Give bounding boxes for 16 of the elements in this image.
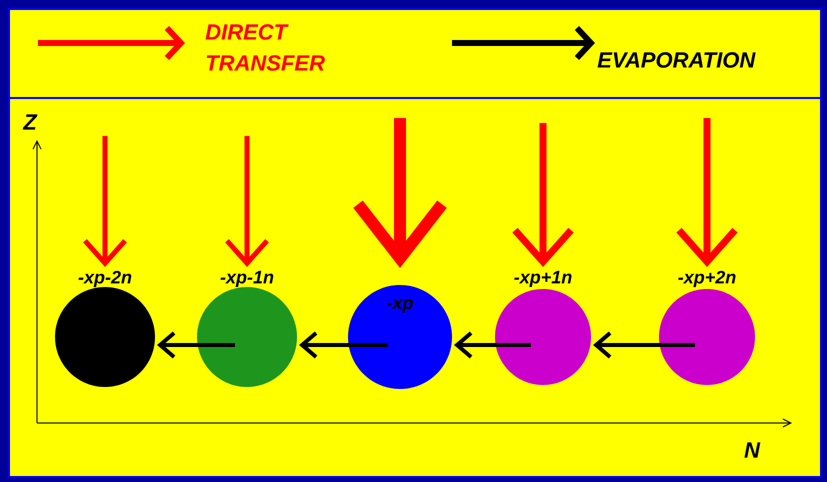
axis-label: Z: [22, 114, 38, 130]
arrow: [299, 331, 388, 359]
arrow: [454, 331, 531, 359]
arrow: [593, 331, 695, 359]
node-label: -xp-2n: [78, 270, 132, 288]
axis-label: N: [744, 442, 760, 458]
arrow: [676, 118, 738, 267]
legend-text: EVAPORATION: [598, 52, 756, 68]
legend-text: DIRECT TRANSFER: [206, 24, 325, 71]
arrow: [157, 331, 235, 359]
arrow: [225, 136, 269, 267]
arrow: [512, 123, 574, 267]
node-label: -xp+2n: [678, 270, 736, 288]
node-label: -xp+1n: [514, 270, 572, 288]
arrow: [83, 136, 127, 267]
node-label: -xp-1n: [220, 270, 274, 288]
